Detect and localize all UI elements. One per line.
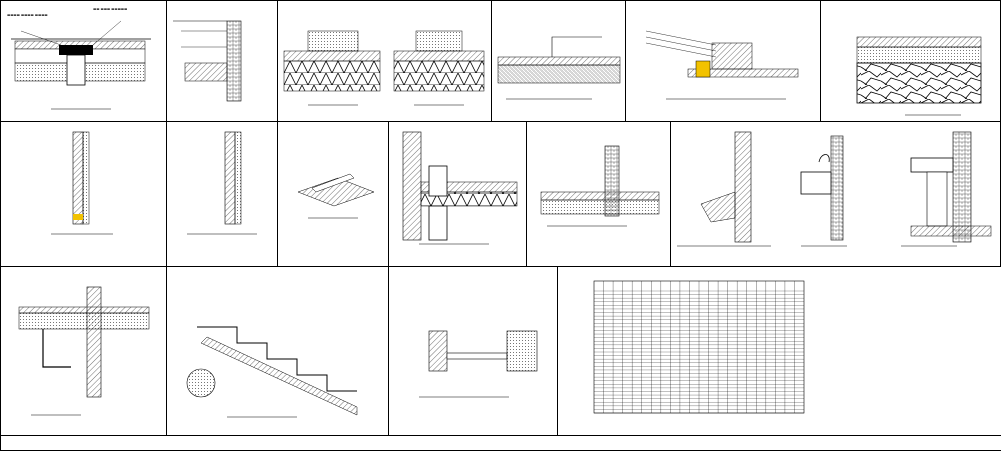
wall-tile-section-drawing (187, 131, 257, 235)
detail-panel-d5 (491, 0, 626, 122)
expansion-joint-drawing (297, 173, 375, 219)
detail-panel-d16 (0, 266, 167, 436)
detail-panel-d11 (388, 121, 527, 267)
title-strip (0, 435, 1001, 451)
callout-text: ▬▬▬▬ ▬▬▬▬ ▬▬▬▬ (7, 13, 48, 17)
detail-panel-d1: ▬▬▬▬ ▬▬▬▬ ▬▬▬▬ ▬▬ ▬▬▬ ▬▬▬▬▬ (0, 0, 167, 122)
detail-panel-d3 (277, 0, 492, 122)
detail-panel-d7 (820, 0, 1001, 122)
toilet-drainage-section-drawing (18, 286, 150, 416)
detail-panel-d18 (388, 266, 558, 436)
roof-edge-parapet-drawing (645, 30, 799, 100)
detail-panel-d12 (526, 121, 671, 267)
schedule-panel (557, 266, 815, 436)
roof-slab-sections-drawing (283, 30, 485, 106)
schedule-table (593, 280, 805, 414)
sink-and-basin-sections-drawing (677, 131, 992, 247)
detail-panel-d10 (277, 121, 389, 267)
detail-panel-d8 (0, 121, 167, 267)
detail-panel-d17 (166, 266, 389, 436)
staircase-section-drawing (186, 326, 358, 418)
wall-section-drawing (173, 20, 242, 102)
floor-drain-section-drawing (11, 20, 151, 110)
detail-panel-d2 (166, 0, 278, 122)
wall-cladding-section-drawing (51, 131, 113, 235)
detail-panel-d9 (166, 121, 278, 267)
callout-text: ▬▬ ▬▬▬ ▬▬▬▬▬ (93, 7, 128, 11)
plinth-section-drawing (540, 145, 660, 227)
detail-panel-d13 (670, 121, 1001, 267)
roof-drain-parapet-drawing (402, 131, 518, 245)
empty-panel (814, 266, 1001, 436)
stone-foundation-drawing (856, 36, 982, 116)
window-sill-section-drawing (419, 330, 538, 398)
ground-slab-section-drawing (497, 36, 621, 100)
detail-panel-d6 (625, 0, 821, 122)
